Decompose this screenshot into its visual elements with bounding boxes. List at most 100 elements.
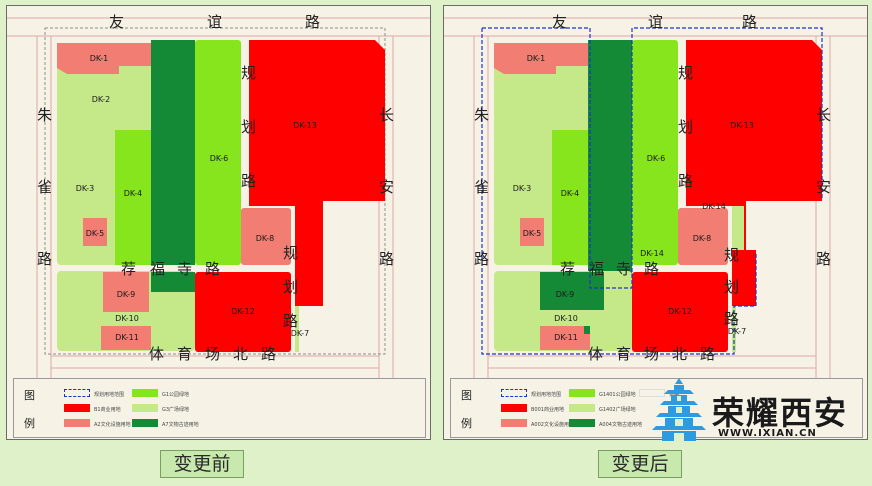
street-youyi-2: 谊: [207, 13, 223, 31]
legend-label-boundary: 规划用地范围: [94, 392, 125, 398]
label-dk10: DK-10: [115, 314, 139, 323]
legend-label-relic: A7文物古迹用地: [162, 422, 199, 428]
caption-before: 变更前: [160, 450, 244, 478]
legend-swatch-commercial: [501, 404, 527, 412]
street-planned-b-3: 路: [724, 310, 740, 328]
map-panel-after: DK-1 DK-3 DK-4 DK-5 DK-6 DK-7 DK-8 DK-9 …: [443, 5, 868, 440]
legend-label-park: G1公园绿地: [162, 392, 190, 398]
parcel-dk5[interactable]: [83, 218, 107, 246]
parcel-dk11[interactable]: [101, 326, 151, 350]
planning-boundary-south: [481, 28, 757, 355]
legend-label-boundary: 规划用地范围: [531, 392, 562, 398]
street-zhuque-1: 朱: [474, 106, 490, 124]
map-legend-before: 图 例 规划用地范围 B1商业用地 A2文化设施用地 G1公园绿地 G3广场绿地…: [13, 378, 426, 438]
legend-label-commercial: B1商业用地: [94, 407, 121, 413]
street-planned-a-1: 规: [241, 64, 257, 82]
parcel-dk13[interactable]: [249, 40, 385, 306]
label-dk5: DK-5: [523, 229, 542, 238]
map-panel-before: DK-1 DK-2 DK-3 DK-4 DK-5 DK-6 DK-7 DK-8 …: [6, 5, 431, 440]
street-tiyuchang-4: 北: [233, 345, 249, 363]
logo-url: WWW.IXIAN.CN: [718, 428, 817, 439]
street-planned-b-2: 划: [724, 278, 740, 296]
label-dk4: DK-4: [124, 189, 143, 198]
parcel-dk9[interactable]: [540, 272, 604, 310]
street-jianfusi-3: 寺: [177, 260, 193, 278]
legend-swatch-plaza: [132, 404, 158, 412]
legend-title-top: 图: [24, 389, 35, 402]
label-dk11: DK-11: [554, 333, 578, 342]
parcel-dk12[interactable]: [632, 272, 728, 352]
legend-label-relic: A004文物古迹用地: [599, 422, 642, 428]
label-dk8: DK-8: [693, 234, 712, 243]
parcel-relic-north[interactable]: [151, 40, 195, 265]
street-planned-a-3: 路: [678, 172, 694, 190]
street-jianfusi-4: 路: [205, 260, 221, 278]
street-jianfusi-2: 福: [150, 260, 166, 278]
street-tiyuchang-3: 场: [205, 345, 221, 363]
label-dk11: DK-11: [115, 333, 139, 342]
label-dk9: DK-9: [117, 290, 136, 299]
parcel-dk1[interactable]: [57, 43, 151, 74]
street-planned-a-2: 划: [678, 118, 694, 136]
label-dk12: DK-12: [668, 307, 692, 316]
legend-label-park: G1401公园绿地: [599, 392, 636, 398]
parcel-dk8[interactable]: [678, 208, 728, 265]
street-zhuque-2: 雀: [474, 178, 490, 196]
parcel-dk8[interactable]: [241, 208, 291, 265]
parcel-relic-small[interactable]: [584, 326, 590, 334]
street-planned-a-2: 划: [241, 118, 257, 136]
parcel-dk1[interactable]: [494, 43, 588, 74]
legend-title-bottom: 例: [24, 417, 35, 430]
legend-swatch-boundary: [501, 389, 527, 397]
land-use-map-after: DK-1 DK-3 DK-4 DK-5 DK-6 DK-7 DK-8 DK-9 …: [444, 17, 867, 378]
parcel-dk4[interactable]: [115, 130, 151, 265]
parcel-dk6[interactable]: [632, 40, 678, 265]
parcel-dk13[interactable]: [686, 40, 822, 306]
label-dk6: DK-6: [210, 154, 229, 163]
street-tiyuchang-1: 体: [588, 345, 604, 363]
street-tiyuchang-4: 北: [672, 345, 688, 363]
street-planned-b-3: 路: [283, 312, 299, 330]
parcel-dk5[interactable]: [520, 218, 544, 246]
parcel-dk6[interactable]: [195, 40, 241, 265]
street-planned-b-1: 规: [724, 246, 740, 264]
legend-title-bottom: 例: [461, 417, 472, 430]
parcel-dk11[interactable]: [540, 326, 590, 350]
street-youyi-2: 谊: [648, 13, 664, 31]
label-dk14-a: DK-14: [702, 202, 726, 211]
street-jianfusi-2: 福: [589, 260, 605, 278]
parcel-dk12[interactable]: [195, 272, 291, 352]
parcel-dk14[interactable]: [732, 206, 744, 250]
street-changan-1: 长: [816, 106, 832, 124]
road-lines: [444, 17, 867, 378]
street-planned-a-3: 路: [241, 172, 257, 190]
label-dk7: DK-7: [291, 329, 310, 338]
label-dk7: DK-7: [728, 327, 747, 336]
parcel-relic-south[interactable]: [151, 272, 195, 292]
parcel-dk4[interactable]: [552, 130, 588, 265]
label-dk1: DK-1: [90, 54, 109, 63]
legend-label-cultural: A002文化设施用地: [531, 422, 574, 428]
parcel-dk7[interactable]: [295, 306, 299, 352]
street-zhuque-3: 路: [474, 250, 490, 268]
parcel-dk9[interactable]: [103, 272, 149, 312]
street-planned-b-2: 划: [283, 278, 299, 296]
pagoda-logo-icon: [652, 378, 706, 441]
street-youyi-3: 路: [305, 13, 321, 31]
legend-swatch-park: [132, 389, 158, 397]
street-tiyuchang-1: 体: [149, 345, 165, 363]
legend-title-top: 图: [461, 389, 472, 402]
label-dk13: DK-13: [293, 121, 317, 130]
legend-swatch-commercial: [64, 404, 90, 412]
parcel-relic[interactable]: [588, 40, 632, 290]
street-changan-3: 路: [816, 250, 832, 268]
label-dk4: DK-4: [561, 189, 580, 198]
legend-label-commercial: B001商业用地: [531, 407, 564, 413]
label-dk3: DK-3: [76, 184, 95, 193]
label-dk12: DK-12: [231, 307, 255, 316]
street-tiyuchang-5: 路: [261, 345, 277, 363]
street-changan-2: 安: [816, 178, 832, 196]
label-dk10: DK-10: [554, 314, 578, 323]
street-jianfusi-1: 荐: [121, 260, 137, 278]
street-tiyuchang-2: 育: [177, 345, 193, 363]
